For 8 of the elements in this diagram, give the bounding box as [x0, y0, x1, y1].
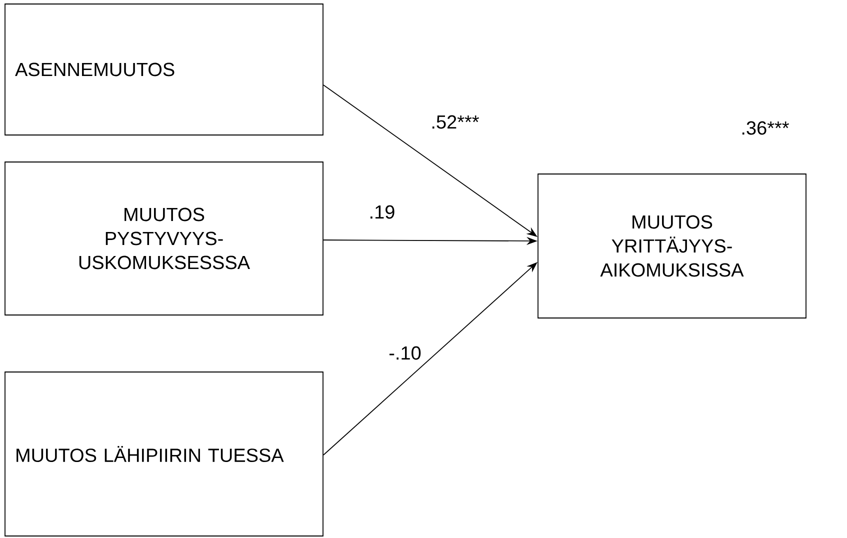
path-coefficient: .19 [366, 203, 398, 221]
variable-box: MUUTOS LÄHIPIIRIN TUESSA [4, 372, 324, 536]
path-coefficient: .52*** [428, 113, 482, 131]
path-coefficient: -.10 [386, 344, 424, 362]
variable-box: MUUTOS YRITTÄJYYS- AIKOMUKSISSA [538, 174, 806, 318]
r-squared-label: .36*** [742, 121, 789, 135]
variable-box: MUUTOS PYSTYVYYS- USKOMUKSESSSA [4, 162, 324, 316]
variable-box: ASENNEMUUTOS [4, 4, 324, 136]
